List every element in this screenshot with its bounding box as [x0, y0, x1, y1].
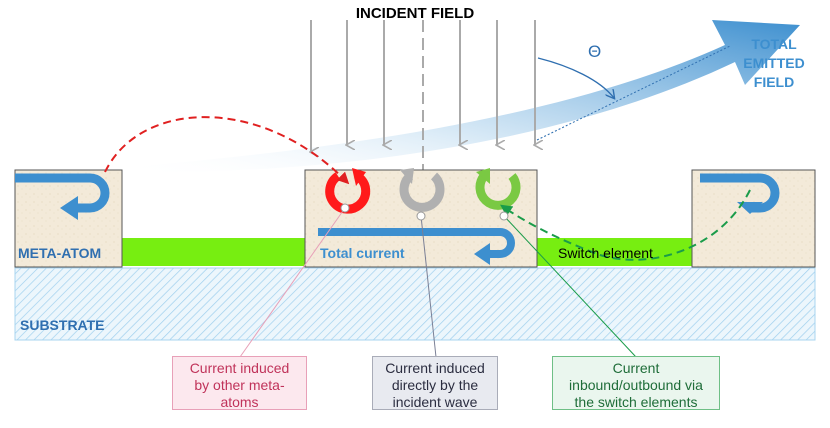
total-current-arrowhead — [474, 243, 490, 265]
green-current-loop — [475, 168, 521, 210]
callout-text: Current inbound/outbound via the switch … — [569, 360, 703, 410]
callout-leader-red — [239, 207, 346, 358]
callout-leader-green — [503, 215, 637, 358]
substrate-label: SUBSTRATE — [20, 317, 105, 333]
callout-switch-elements: Current inbound/outbound via the switch … — [552, 356, 720, 410]
switch-element-right — [537, 238, 692, 266]
total-current-label: Total current — [320, 245, 405, 261]
current-arrowhead-right — [737, 202, 763, 214]
meta-atom-right — [691, 169, 816, 268]
meta-atom-label: META-ATOM — [18, 245, 102, 261]
callout-incident-wave: Current induced directly by the incident… — [372, 356, 498, 410]
incident-field-label: INCIDENT FIELD — [355, 5, 475, 22]
emitted-field-text: TOTAL EMITTED FIELD — [743, 36, 805, 90]
incident-field-arrows — [311, 20, 535, 190]
gray-current-loop — [399, 168, 445, 212]
callout-anchor-green — [499, 211, 509, 221]
switch-element-left — [122, 238, 305, 266]
substrate — [14, 267, 816, 341]
red-dashed-coupling-arrow — [104, 116, 350, 185]
current-arrow-left — [15, 173, 110, 213]
theta-label: Θ — [588, 42, 602, 61]
callout-leader-gray — [420, 215, 437, 358]
switch-element-label: Switch element — [558, 245, 653, 261]
callout-text: Current induced directly by the incident… — [385, 360, 485, 410]
total-current-arrow — [318, 228, 515, 258]
total-emitted-field-label: TOTAL EMITTED FIELD — [724, 35, 824, 92]
theta-arc — [537, 57, 614, 98]
current-arrow-right — [700, 173, 780, 213]
callout-text: Current induced by other meta- atoms — [189, 360, 290, 410]
callout-anchor-red — [340, 203, 350, 213]
current-arrowhead-left — [60, 196, 78, 220]
callout-other-meta-atoms: Current induced by other meta- atoms — [172, 356, 307, 410]
green-dashed-coupling-arrow — [500, 189, 751, 261]
callout-anchor-gray — [416, 211, 426, 221]
